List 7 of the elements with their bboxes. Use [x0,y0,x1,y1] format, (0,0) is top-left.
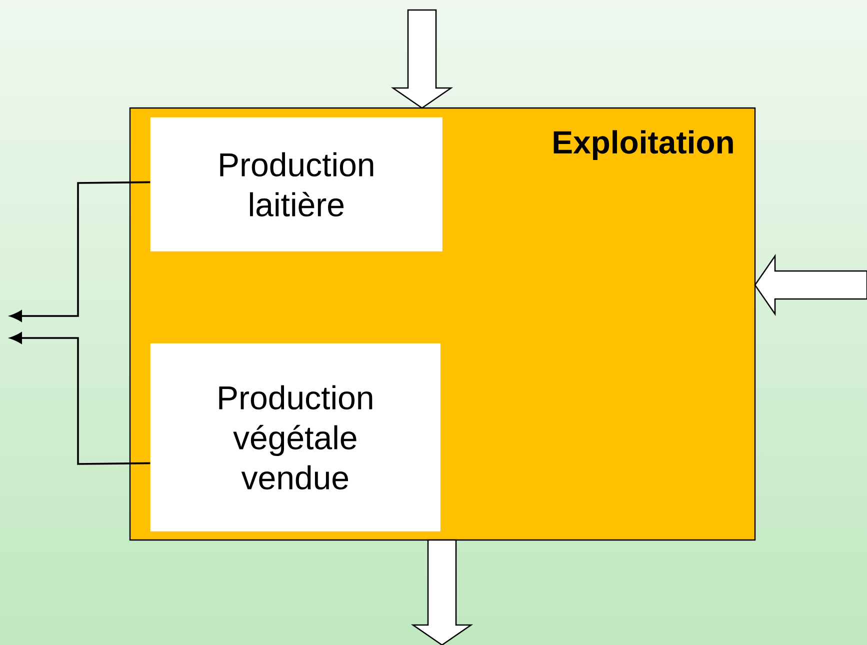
block-arrow [390,9,454,109]
text-box: Production laitière [150,117,442,252]
text-box: Production végétale vendue [150,343,440,532]
block-arrow [754,254,867,316]
arrow [10,181,150,322]
arrow [10,332,150,465]
block-arrow [410,539,474,645]
